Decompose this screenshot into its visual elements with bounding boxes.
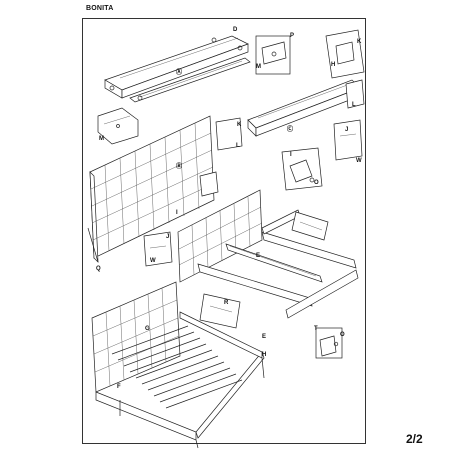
page-frame (82, 18, 366, 444)
callout-m-top: M (99, 136, 104, 142)
detail-kh-mid (345, 79, 365, 109)
detail-o (281, 147, 323, 191)
callout-j-left: J (166, 234, 169, 240)
callout-a: Ⓐ (176, 68, 182, 76)
callout-d: D (233, 27, 238, 33)
rail-a-drawing (104, 35, 251, 103)
document-title: BONITA (86, 5, 114, 12)
detail-e-zoom (291, 211, 329, 241)
detail-kh-top (325, 29, 365, 79)
detail-h-headboard (199, 171, 219, 197)
detail-jw-right (333, 119, 363, 161)
callout-l-hb: L (236, 143, 240, 149)
callout-w-right: W (356, 158, 362, 164)
callout-h-bottom: H (262, 352, 266, 358)
callout-i-hb: I (176, 210, 178, 216)
bed-slats (111, 325, 243, 409)
assembled-bed-drawing (91, 281, 265, 449)
frame-assembly-drawing (177, 189, 359, 319)
callout-e: E (256, 253, 260, 259)
callout-k-top: K (357, 39, 362, 45)
callout-o-bottom: O (340, 332, 345, 338)
callout-f: F (117, 384, 121, 390)
callout-p: P (290, 33, 294, 39)
detail-to (315, 327, 343, 359)
headboard-b-drawing (89, 115, 215, 263)
detail-jw-left (143, 231, 173, 267)
detail-p (255, 35, 291, 75)
callout-b: Ⓑ (176, 162, 182, 170)
callout-k-hb: K (237, 122, 242, 128)
callout-i-o: I (290, 152, 292, 158)
callout-w-left: W (150, 258, 156, 264)
callout-j-right: J (345, 127, 348, 133)
detail-r (199, 293, 241, 329)
detail-m-top (97, 107, 139, 145)
callout-t: T (314, 326, 318, 332)
page-number: 2/2 (406, 432, 423, 446)
callout-c: Ⓒ (287, 125, 293, 133)
detail-kh-headboard (215, 117, 243, 151)
callout-h-top: H (331, 62, 335, 68)
callout-l-mid: L (352, 102, 356, 108)
callout-r: R (224, 300, 229, 306)
callout-g: G (145, 326, 150, 332)
callout-o: O (314, 180, 319, 186)
callout-m-right: M (256, 64, 261, 70)
callout-e-bottom: E (262, 334, 266, 340)
callout-q: Q (96, 266, 101, 272)
